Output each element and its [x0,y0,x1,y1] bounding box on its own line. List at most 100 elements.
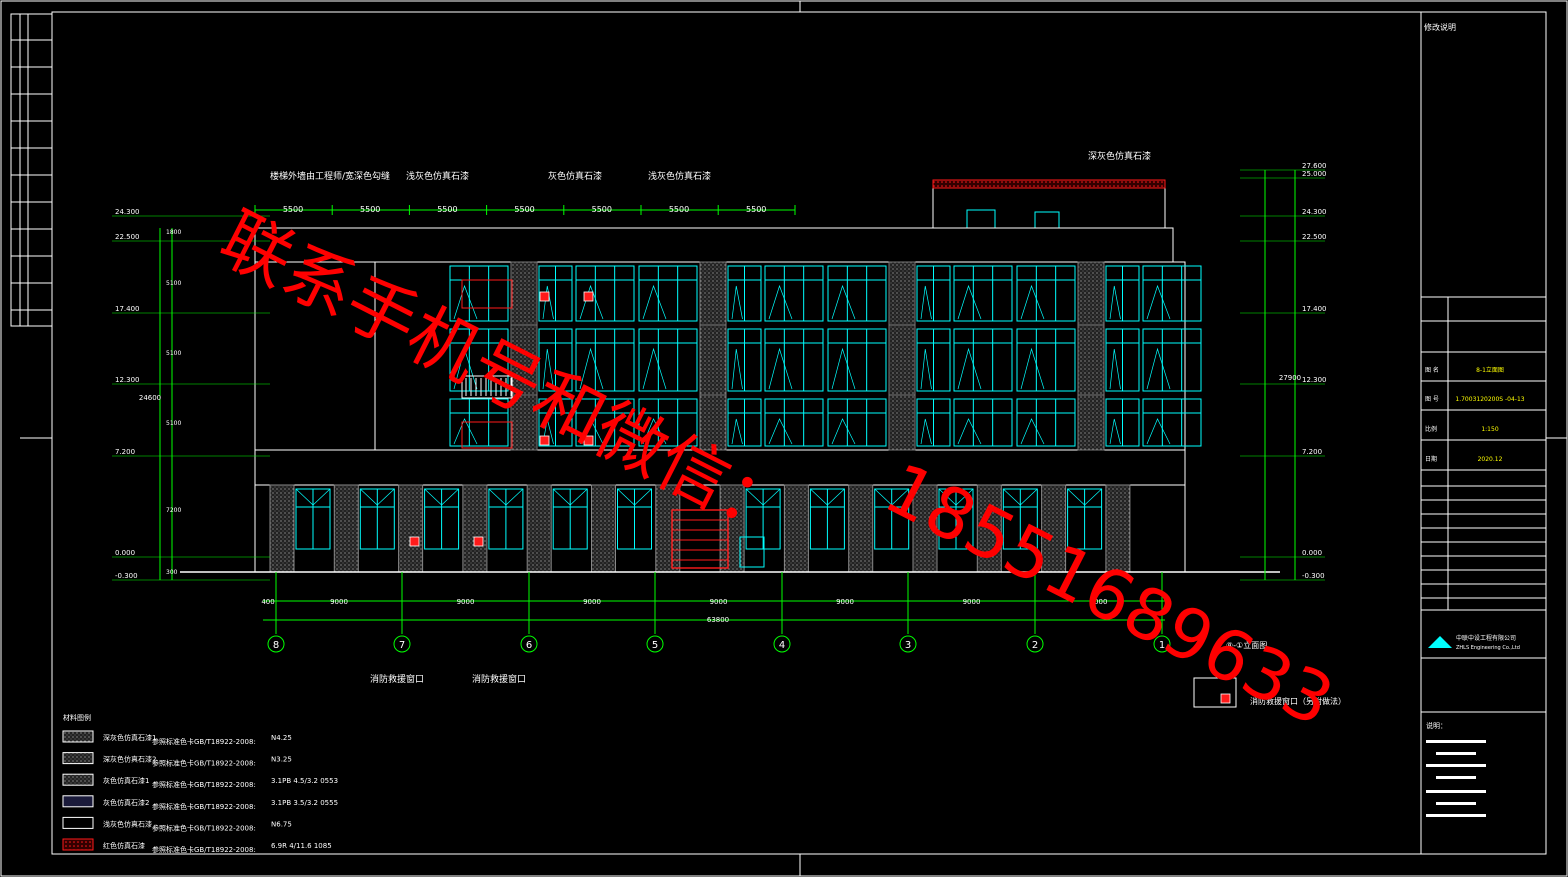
window-swing-mark [1020,284,1045,320]
ground-stone-pier [462,484,488,573]
legend-swatch [62,795,94,808]
note-line [1426,740,1486,743]
note-line [1436,802,1476,805]
ground-stone-pier [398,484,424,573]
building-elevation [180,179,1280,573]
window-swing-mark [579,284,604,320]
top-dim-text: 5500 [437,205,457,214]
fire-window-label-2: 消防救援窗口 [472,673,526,685]
rescue-window [539,435,550,446]
window-frame [1142,398,1202,447]
window-frame [449,328,509,392]
title-block-value: 1:150 [1481,426,1498,433]
left-side-dim: 1800 [166,229,181,236]
title-block-key: 日期 [1425,455,1437,463]
stair-tower [254,261,376,451]
window-frame [827,328,887,392]
level-label-right: 25.000 [1302,170,1327,178]
stair-window [461,279,513,309]
stone-panel [1077,394,1105,451]
level-label-left: 0.000 [115,549,135,557]
window-swing-mark [920,285,932,320]
parapet [254,227,1174,263]
ground-window-mark [874,488,909,506]
callout-5: 深灰色仿真石漆 [1088,150,1151,162]
axis-caption: ⑧-①立面图 [1226,640,1267,650]
legend-name: 灰色仿真石漆2 [103,798,149,807]
level-label-left: 12.300 [115,376,140,384]
company-name: 中联中设工程有限公司 [1456,634,1516,642]
window-swing-mark [831,418,856,445]
window-swing-mark [453,418,478,445]
ground-stone-pier [848,484,874,573]
note-line [1426,790,1486,793]
notes-title: 说明： [1426,721,1447,730]
callout-4: 浅灰色仿真石漆 [648,170,711,182]
ground-stone-pier [976,484,1002,573]
window-frame [953,265,1013,322]
legend-swatch [62,752,94,765]
top-dim-text: 5500 [746,205,766,214]
window-swing-mark [1109,418,1121,445]
legend-spec: 参照标准色卡GB/T18922-2008: [152,845,256,854]
rescue-window [539,291,550,302]
drawing-border-inner [51,11,1547,855]
legend-code: 3.1PB 4.5/3.2 0553 [271,777,338,785]
window-frame [827,265,887,322]
material-callouts: 楼梯外墙由工程师/宽深色勾缝 浅灰色仿真石漆 灰色仿真石漆 浅灰色仿真石漆 深灰… [270,150,1267,685]
ground-window-mark [745,488,781,506]
title-block-key: 比例 [1425,425,1437,433]
garage-door [671,509,729,569]
level-label-right: 24.300 [1302,208,1327,216]
window-swing-mark [768,418,793,445]
window-swing-mark [1109,348,1121,390]
axis-bubble [646,635,664,653]
rescue-window [583,435,594,446]
left-side-dim: 5100 [166,420,181,427]
ground-stone-pier [655,484,681,573]
callout-1: 楼梯外墙由工程师/宽深色勾缝 [270,170,390,182]
material-legend: 材料图例 深灰色仿真石漆1参照标准色卡GB/T18922-2008:N4.25深… [62,713,338,854]
top-dim-text: 5500 [283,205,303,214]
axis-label: 8 [273,640,279,651]
window-swing-mark [957,347,982,390]
ground-window-mark [488,488,524,506]
bottom-dim-text: 9000 [710,598,728,606]
window-frame [1016,328,1076,392]
total-dim-text: 63800 [707,616,729,624]
ground-stone-pier [526,484,552,573]
ground-window-mark [552,488,588,506]
ground-stone-pier [591,484,616,573]
title-block-value: 2020.12 [1478,456,1503,463]
bottom-dim-text: 9000 [583,598,601,606]
stone-panel [1077,324,1105,396]
penthouse-window [966,209,996,229]
window-frame [953,328,1013,392]
window-frame [638,398,698,447]
window-swing-mark [768,347,793,390]
title-block-value: 1.7003120200S -04-13 [1455,396,1524,403]
stair-window [461,375,513,399]
legend-spec: 参照标准色卡GB/T18922-2008: [152,802,256,811]
window-swing-mark [1146,418,1171,445]
ground-stone-pier [912,484,938,573]
stone-panel [888,324,916,396]
entry-door [739,536,765,568]
callout-3: 灰色仿真石漆 [548,170,602,182]
window-frame [575,265,635,322]
company-logo [1428,636,1452,648]
legend-code: 3.1PB 3.5/3.2 0555 [271,799,338,807]
window-frame [638,328,698,392]
note-line [1426,764,1486,767]
axis-label: 5 [652,640,658,651]
level-label-right: -0.300 [1302,572,1325,580]
title-block-key: 图 名 [1425,366,1439,374]
legend-spec: 参照标准色卡GB/T18922-2008: [152,823,256,832]
window-swing-mark [642,347,667,390]
stone-panel [699,261,727,326]
axis-bubble [1026,635,1044,653]
rescue-window [583,291,594,302]
window-swing-mark [642,284,667,320]
axis-label: 6 [526,640,532,651]
